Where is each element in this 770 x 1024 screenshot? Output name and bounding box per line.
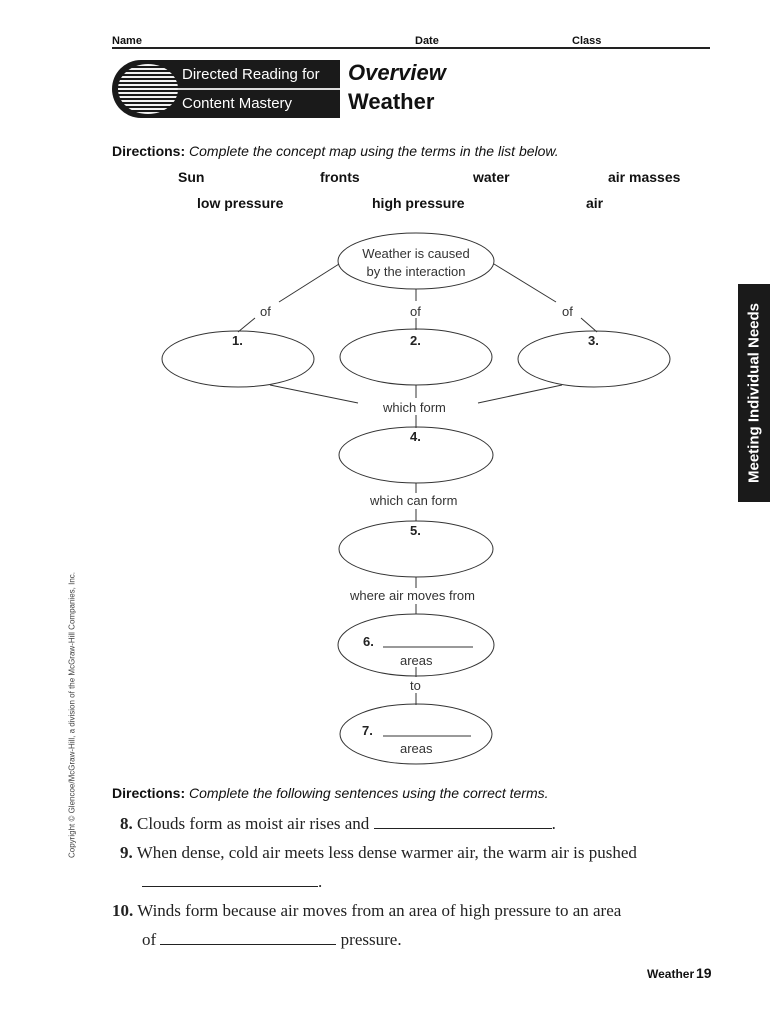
term-low-pressure: low pressure: [197, 195, 284, 211]
areas-label-6: areas: [400, 653, 433, 668]
name-line[interactable]: [112, 47, 710, 49]
name-label: Name: [112, 35, 142, 47]
ellipse-7[interactable]: [339, 703, 493, 765]
copyright-notice: Copyright © Glencoe/McGraw-Hill, a divis…: [67, 572, 77, 858]
ellipse-1[interactable]: [161, 330, 315, 388]
sentence-8-end: .: [551, 814, 556, 833]
sentence-8: 8. Clouds form as moist air rises and .: [120, 814, 556, 834]
striped-globe-icon: [118, 64, 178, 114]
top-node-line1: Weather is caused: [362, 246, 470, 261]
which-can-form-label: which can form: [370, 493, 458, 508]
term-air-masses: air masses: [608, 169, 681, 185]
blank-number-7: 7.: [362, 723, 373, 738]
directions-1-label: Directions:: [112, 143, 186, 159]
answer-blank-9[interactable]: [142, 872, 318, 887]
sentence-9: 9. When dense, cold air meets less dense…: [120, 843, 637, 863]
of-label-left: of: [260, 304, 271, 319]
sentence-8-text: Clouds form as moist air rises and: [137, 814, 370, 833]
blank-number-2: 2.: [410, 333, 421, 348]
of-label-center: of: [410, 304, 421, 319]
page-number: 19: [696, 965, 712, 981]
sentence-9-cont: .: [142, 872, 322, 892]
connector-1-which-form: [269, 384, 359, 404]
banner-divider: [178, 88, 340, 90]
sentence-10-cont: of pressure.: [142, 930, 402, 950]
connector-of-right: [580, 317, 598, 333]
banner-line2: Content Mastery: [182, 95, 293, 112]
sentence-10-of: of: [142, 930, 157, 949]
where-air-moves-label: where air moves from: [350, 588, 475, 603]
blank-number-5: 5.: [410, 523, 421, 538]
of-label-right: of: [562, 304, 573, 319]
sentence-10-text: Winds form because air moves from an are…: [137, 901, 622, 920]
directions-1-text: Complete the concept map using the terms…: [189, 143, 559, 159]
sentence-10: 10. Winds form because air moves from an…: [112, 901, 621, 921]
footer-label: Weather: [647, 967, 695, 981]
banner-line1: Directed Reading for: [182, 66, 320, 83]
date-label: Date: [415, 35, 439, 47]
side-tab-text: Meeting Individual Needs: [745, 302, 763, 484]
term-water: water: [473, 169, 510, 185]
connector-of-left: [237, 317, 256, 333]
sentence-10-end: pressure.: [340, 930, 402, 949]
class-label: Class: [572, 35, 602, 47]
blank-number-4: 4.: [410, 429, 421, 444]
connector-top-right: [493, 263, 557, 303]
directions-2-label: Directions:: [112, 785, 186, 801]
blank-number-6: 6.: [363, 634, 374, 649]
top-node-line2: by the interaction: [366, 264, 466, 279]
to-label: to: [410, 678, 421, 693]
term-fronts: fronts: [320, 169, 360, 185]
top-node-text: Weather is caused by the interaction: [338, 245, 494, 281]
term-high-pressure: high pressure: [372, 195, 465, 211]
directions-2-text: Complete the following sentences using t…: [189, 785, 549, 801]
answer-blank-10[interactable]: [160, 930, 337, 945]
sentence-10-number: 10.: [112, 901, 134, 920]
areas-label-7: areas: [400, 741, 433, 756]
banner-logo: Directed Reading for Content Mastery: [112, 60, 340, 118]
which-form-label: which form: [383, 400, 446, 415]
directions-2: Directions: Complete the following sente…: [112, 785, 549, 801]
topic-title: Weather: [348, 89, 435, 114]
sentence-9-end: .: [318, 872, 323, 891]
answer-blank-8[interactable]: [373, 814, 552, 829]
sentence-9-text: When dense, cold air meets less dense wa…: [136, 843, 637, 862]
blank-number-1: 1.: [232, 333, 243, 348]
sentence-8-number: 8.: [120, 814, 133, 833]
connector-3-which-form: [477, 384, 563, 404]
section-title: Overview: [348, 60, 446, 85]
term-sun: Sun: [178, 169, 205, 185]
directions-1: Directions: Complete the concept map usi…: [112, 143, 559, 159]
sentence-9-number: 9.: [120, 843, 133, 862]
term-air: air: [586, 195, 604, 211]
connector-top-left: [278, 263, 340, 303]
ellipse-3[interactable]: [517, 330, 671, 388]
blank-number-3: 3.: [588, 333, 599, 348]
side-tab: [738, 284, 770, 502]
